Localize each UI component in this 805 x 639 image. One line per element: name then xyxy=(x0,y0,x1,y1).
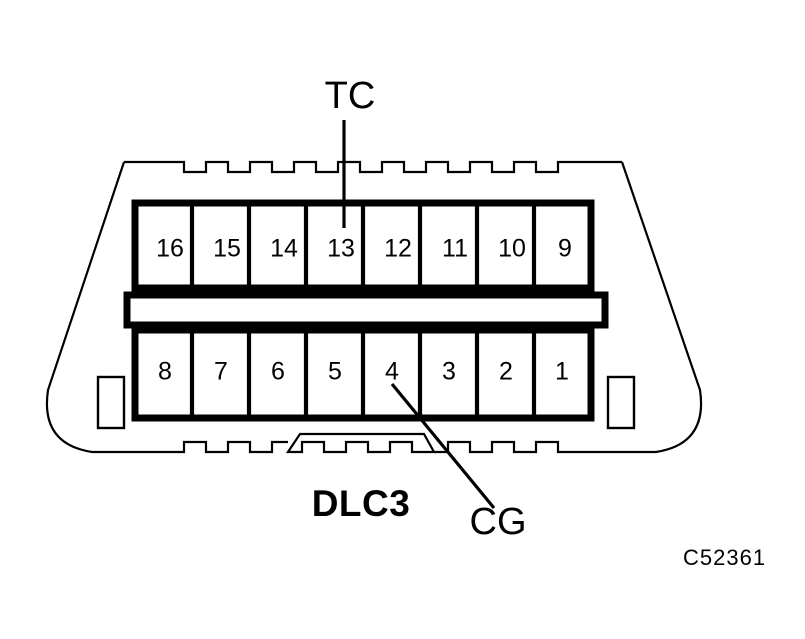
connector-title: DLC3 xyxy=(312,483,411,524)
shell-right-flank xyxy=(572,161,703,454)
shell-bottom-left-notched-edge xyxy=(176,440,288,454)
pin-label-15: 15 xyxy=(213,235,241,263)
pin-label-7: 7 xyxy=(214,358,228,386)
pin-label-16: 16 xyxy=(156,235,184,263)
pin-label-8: 8 xyxy=(158,358,172,386)
pin-label-12: 12 xyxy=(384,235,412,263)
pin-label-3: 3 xyxy=(442,358,456,386)
cg-leader-line xyxy=(390,382,496,510)
pin-label-5: 5 xyxy=(328,358,342,386)
pin-label-1: 1 xyxy=(555,358,569,386)
shell-top-notched-edge xyxy=(124,160,622,174)
shell-left-flank xyxy=(45,161,176,454)
tc-label: TC xyxy=(325,75,376,117)
callout-cg: CG xyxy=(390,382,527,543)
connector-shell xyxy=(45,160,703,454)
pin-label-6: 6 xyxy=(271,358,285,386)
pin-label-13: 13 xyxy=(327,235,355,263)
cg-label: CG xyxy=(470,501,527,543)
pin-label-10: 10 xyxy=(498,235,526,263)
center-separator-bar xyxy=(123,291,609,329)
pin-row-top: 16 15 14 13 12 11 10 9 xyxy=(131,199,595,292)
pin-label-2: 2 xyxy=(499,358,513,386)
pin-label-9: 9 xyxy=(558,235,572,263)
right-tab-slot xyxy=(606,375,636,430)
shell-center-key-trapezoid xyxy=(285,432,436,454)
figure-code: C52361 xyxy=(683,545,766,570)
pin-label-4: 4 xyxy=(385,358,399,386)
pin-label-14: 14 xyxy=(270,235,298,263)
callout-tc: TC xyxy=(325,75,376,228)
pin-row-bottom: 8 7 6 5 4 3 2 1 xyxy=(131,326,595,422)
pin-label-11: 11 xyxy=(442,235,468,263)
left-tab-slot xyxy=(96,375,126,430)
shell-bottom-right-notched-edge xyxy=(434,440,572,454)
